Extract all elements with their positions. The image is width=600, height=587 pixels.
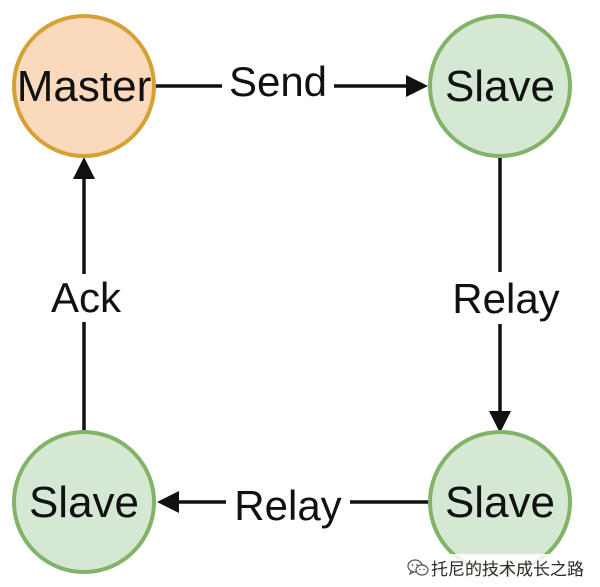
node-label-slave-top-right: Slave	[445, 62, 555, 111]
master-circle	[12, 14, 156, 158]
wechat-icon	[407, 558, 429, 578]
arrow-up-icon	[73, 157, 95, 179]
edge-ack: Ack	[40, 157, 132, 432]
edge-label-send: Send	[229, 58, 327, 105]
node-label-slave-bottom-right: Slave	[445, 478, 555, 527]
edge-send: Send	[155, 58, 428, 105]
edge-label-relay-right: Relay	[452, 275, 559, 322]
node-slave-top-right: Slave	[428, 14, 572, 158]
edge-relay-bottom: Relay	[157, 478, 432, 530]
arrow-right-icon	[406, 75, 428, 97]
arrow-down-icon	[489, 411, 511, 433]
watermark: 托尼的技术成长之路	[405, 554, 586, 581]
edge-label-ack: Ack	[51, 274, 122, 321]
slave-circle	[428, 14, 572, 158]
node-slave-bottom-right: Slave	[428, 430, 572, 574]
slave-circle	[12, 430, 156, 574]
edge-relay-right: Relay	[444, 158, 568, 433]
watermark-text: 托尼的技术成长之路	[431, 560, 584, 580]
node-label-slave-bottom-left: Slave	[29, 478, 139, 527]
node-slave-bottom-left: Slave	[12, 430, 156, 574]
node-master: Master	[12, 14, 156, 158]
node-label-master: Master	[17, 62, 151, 111]
edge-label-relay-bottom: Relay	[234, 482, 341, 529]
arrow-left-icon	[157, 491, 179, 513]
